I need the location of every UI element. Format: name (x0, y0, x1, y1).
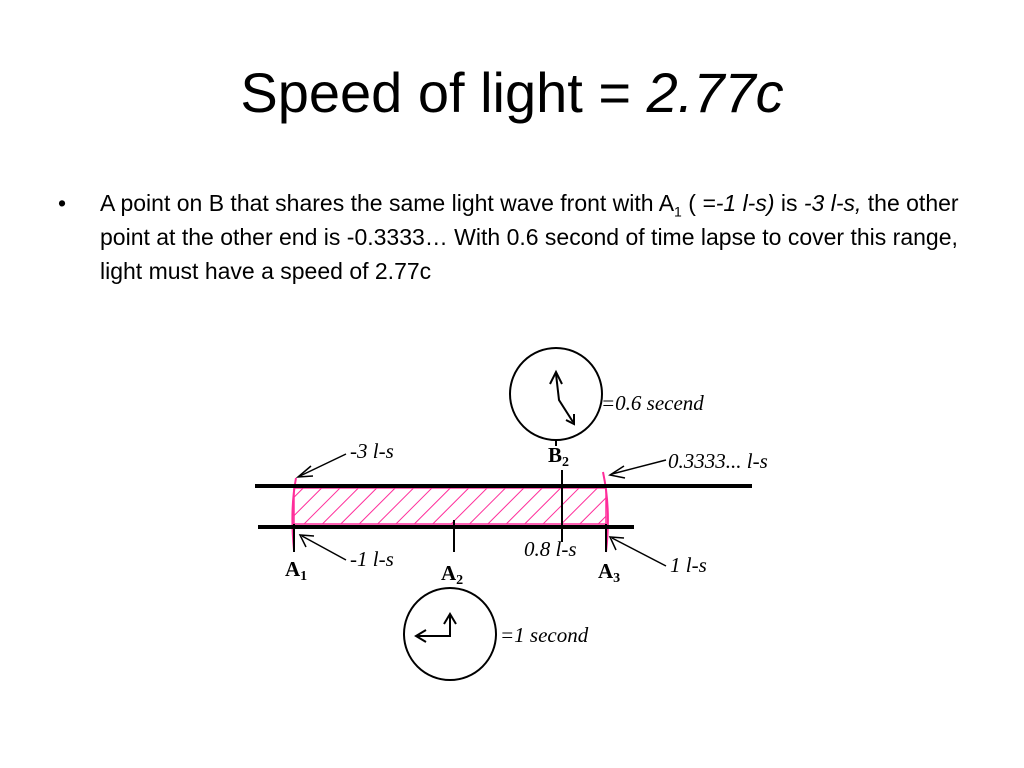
label-03333: 0.3333... l-s (668, 449, 768, 473)
clock-a-arrowhead-left (414, 629, 427, 643)
title-prefix: Speed of light = (240, 61, 647, 124)
clock-b-arrowhead-bottom (565, 414, 575, 426)
clock-b-hands (555, 373, 574, 423)
label-a2: A2 (441, 561, 463, 588)
label-minus1: -1 l-s (350, 547, 394, 571)
label-pos1: 1 l-s (670, 553, 707, 577)
arrow-minus3 (299, 453, 347, 477)
arrow-minus1-head (298, 534, 315, 548)
label-b2-sub: 2 (562, 455, 569, 470)
clock-b-icon (509, 347, 603, 441)
bullet-text: A point on B that shares the same light … (100, 186, 970, 288)
bullet-item: • A point on B that shares the same ligh… (58, 186, 970, 288)
bullet-text-part-6: the other point at the other end is -0.3… (100, 190, 959, 284)
label-a3-main: A (598, 559, 614, 583)
arrow-03333 (611, 459, 667, 475)
label-a2-sub: 2 (456, 573, 463, 588)
label-b2-main: B (548, 443, 562, 467)
clock-a-icon (403, 587, 497, 681)
clock-a-label: =1 second (500, 623, 589, 647)
label-a1-main: A (285, 557, 301, 581)
arrow-pos1 (611, 537, 667, 567)
light-front-region (293, 487, 607, 525)
label-a3-sub: 3 (613, 571, 620, 586)
arrow-03333-head (608, 465, 626, 479)
bullet-dot-icon: • (58, 190, 67, 216)
title-value: 2.77c (646, 61, 784, 124)
label-a1: A1 (285, 557, 307, 584)
bullet-text-sub: 1 (674, 203, 682, 220)
arrow-minus3-head (295, 465, 314, 478)
label-a2-main: A (441, 561, 457, 585)
label-b2: B2 (548, 443, 569, 470)
arrow-pos1-head (608, 536, 625, 551)
bullet-text-part-4: is (774, 190, 804, 216)
clock-b-arrowhead-top (549, 369, 563, 385)
bullet-text-part-1: A point on B that shares the same light … (100, 190, 675, 216)
bullet-text-part-2: ( (681, 190, 703, 216)
arrow-minus1 (301, 535, 347, 561)
bullet-text-part-5: -3 l-s, (803, 190, 862, 216)
label-a1-sub: 1 (300, 569, 307, 584)
clock-b-label: =0.6 secend (601, 391, 704, 415)
slide-title: Speed of light = 2.77c (0, 58, 1024, 128)
clock-a-arrowhead-up (443, 612, 457, 625)
label-a3: A3 (598, 559, 620, 586)
clock-a-hands (416, 616, 451, 637)
label-08: 0.8 l-s (524, 537, 577, 561)
label-minus3: -3 l-s (350, 439, 394, 463)
bullet-text-part-3: =-1 l-s) (702, 190, 775, 216)
